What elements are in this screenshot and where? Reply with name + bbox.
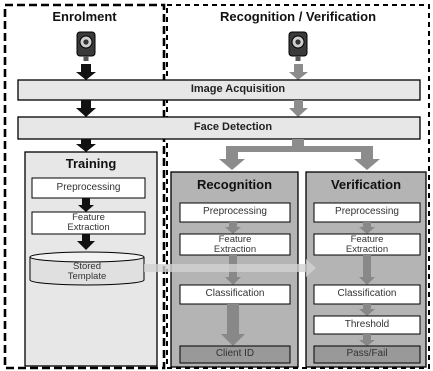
threshold-label: Threshold xyxy=(344,318,390,330)
arrow xyxy=(76,64,96,80)
stored-template-database xyxy=(29,251,145,286)
stored-template-label: Stored Template xyxy=(67,261,107,282)
arrow xyxy=(76,139,96,152)
pass-fail-label: Pass/Fail xyxy=(346,348,388,360)
enrolment-header: Enrolment xyxy=(52,9,117,25)
recognition-feature-extraction-label: Feature Extraction xyxy=(213,233,257,255)
arrow xyxy=(359,222,375,234)
training-preprocessing-label: Preprocessing xyxy=(56,181,121,193)
arrow xyxy=(359,255,375,285)
arrow xyxy=(219,139,380,170)
recognition-preprocessing-label: Preprocessing xyxy=(203,206,267,218)
verification-feature-extraction-label: Feature Extraction xyxy=(345,233,389,255)
pass-fail-box xyxy=(313,345,421,364)
recognition-verification-frame xyxy=(166,4,430,369)
arrow xyxy=(289,64,308,80)
training-feature-extraction-label: Feature Extraction xyxy=(67,212,110,233)
arrow xyxy=(77,234,95,250)
camera-icon xyxy=(288,31,308,61)
arrow xyxy=(76,100,96,117)
arrow xyxy=(221,304,245,346)
image-acquisition-label: Image Acquisition xyxy=(190,83,286,96)
recognition-title: Recognition xyxy=(196,177,273,193)
image-acquisition-bar xyxy=(17,79,421,101)
client-id-box xyxy=(179,345,291,364)
verification-preprocessing-label: Preprocessing xyxy=(335,206,399,218)
arrow xyxy=(225,222,241,234)
arrow xyxy=(359,304,375,316)
face-detection-bar xyxy=(17,116,421,140)
verification-title: Verification xyxy=(330,177,402,193)
arrow xyxy=(359,334,375,346)
arrow xyxy=(289,100,308,117)
template-connector-arrow xyxy=(144,259,316,277)
camera-icon xyxy=(76,31,96,61)
verification-classification-label: Classification xyxy=(337,288,397,300)
recognition-classification-label: Classification xyxy=(205,288,265,300)
enrolment-frame xyxy=(3,3,166,370)
client-id-label: Client ID xyxy=(215,348,255,360)
arrow xyxy=(78,198,94,212)
recognition-verification-header: Recognition / Verification xyxy=(219,9,377,25)
training-title: Training xyxy=(65,156,117,172)
face-detection-label: Face Detection xyxy=(193,121,273,134)
